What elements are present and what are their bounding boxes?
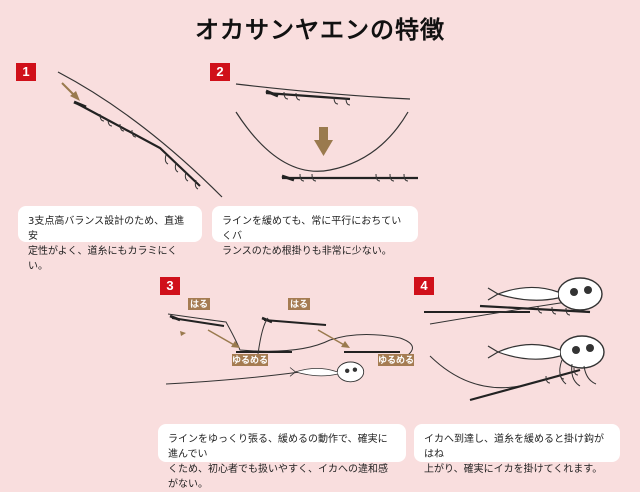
caption-step-2-line-2: ランスのため根掛りも非常に少ない。 bbox=[222, 246, 392, 257]
squid-drawing-small bbox=[289, 361, 365, 383]
caption-step-3: ラインをゆっくり張る、緩めるの動作で、確実に進んでい くため、初心者でも扱いやす… bbox=[158, 424, 406, 490]
caption-step-4-line-2: 上がり、確実にイカを掛けてくれます。 bbox=[424, 464, 603, 475]
panel-1-illustration bbox=[57, 71, 223, 198]
caption-step-4-line-1: イカへ到達し、道糸を緩めると掛け鈎がはね bbox=[424, 434, 604, 460]
step-badge-1: 1 bbox=[16, 63, 36, 81]
caption-step-2-line-1: ラインを緩めても、常に平行におちていくバ bbox=[222, 216, 402, 242]
step-badge-3: 3 bbox=[160, 277, 180, 295]
label-haru-1: はる bbox=[190, 299, 208, 310]
step-badge-4: 4 bbox=[414, 277, 434, 295]
caption-step-2: ラインを緩めても、常に平行におちていくバ ランスのため根掛りも非常に少ない。 bbox=[212, 206, 418, 257]
panel-4-illustration bbox=[424, 277, 605, 402]
caption-step-3-line-2: くため、初心者でも扱いやすく、イカへの違和感がない。 bbox=[168, 464, 388, 490]
caption-step-3-line-1: ラインをゆっくり張る、緩めるの動作で、確実に進んでい bbox=[168, 434, 388, 460]
caption-step-1-line-1: 3支点高バランス設計のため、直進安 bbox=[28, 216, 185, 242]
caption-step-1-line-2: 定性がよく、道糸にもカラミにくい。 bbox=[28, 246, 178, 272]
label-haru-2: はる bbox=[290, 299, 308, 310]
panel-3-illustration: はる はる ゆるめる ゆるめる bbox=[165, 298, 414, 385]
caption-step-4: イカへ到達し、道糸を緩めると掛け鈎がはね 上がり、確実にイカを掛けてくれます。 bbox=[414, 424, 620, 475]
label-yurumeru-2: ゆるめる bbox=[378, 355, 414, 366]
step-badge-2: 2 bbox=[210, 63, 230, 81]
squid-drawing-top bbox=[487, 277, 603, 311]
page-title: オカサンヤエンの特徴 bbox=[195, 16, 445, 44]
panel-2-illustration bbox=[235, 83, 418, 182]
label-yurumeru-1: ゆるめる bbox=[232, 355, 268, 366]
squid-drawing-bottom bbox=[487, 335, 605, 387]
caption-step-1: 3支点高バランス設計のため、直進安 定性がよく、道糸にもカラミにくい。 bbox=[18, 206, 202, 272]
